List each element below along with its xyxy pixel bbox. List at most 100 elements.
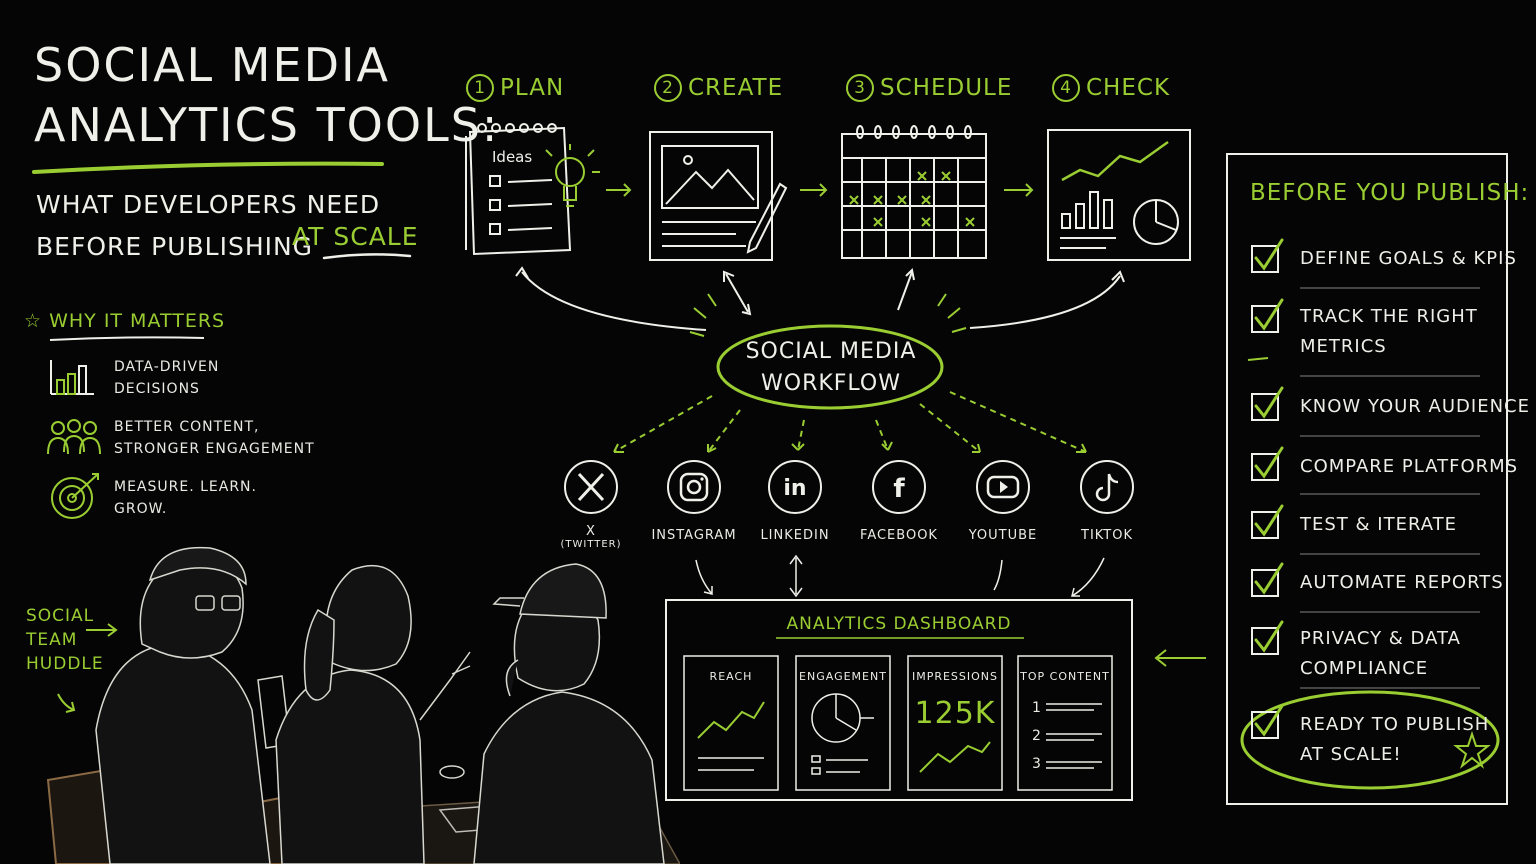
check-item-3[interactable]: Know your audience — [1300, 392, 1530, 422]
checklist-heading: Before you publish: — [1250, 180, 1530, 206]
title-underline — [32, 161, 384, 174]
platform-x-sublabel: (Twitter) — [560, 539, 622, 550]
accent-underline — [322, 253, 412, 260]
checklist-panel — [1226, 153, 1508, 805]
notebook-icon: Ideas — [465, 123, 600, 256]
title-line-2: Analytics Tools: — [34, 98, 500, 152]
tiktok-icon[interactable] — [1078, 458, 1136, 516]
star-icon: ☆ — [24, 310, 43, 332]
step-3-number: 3 — [846, 74, 874, 102]
huddle-line-2: team — [26, 630, 78, 650]
analytics-dashboard — [665, 599, 1133, 801]
svg-text:f: f — [893, 474, 905, 504]
step-4-text: Check — [1086, 75, 1171, 101]
check-item-8[interactable]: Ready to publish at scale! — [1300, 710, 1489, 770]
check-item-6[interactable]: Automate reports — [1300, 568, 1504, 598]
why-item-2-line-1: Better content, — [114, 419, 260, 435]
platform-facebook-label: Facebook — [860, 528, 938, 543]
step-plan-label: 1Plan — [466, 74, 564, 102]
step-schedule-label: 3Schedule — [846, 74, 1012, 102]
check-item-7-line-1: Privacy & data — [1300, 628, 1461, 649]
check-item-4[interactable]: Compare platforms — [1300, 452, 1518, 482]
check-item-1-line-1: Define goals & KPIs — [1300, 248, 1517, 269]
workflow-label: Social Media Workflow — [728, 336, 934, 400]
card-reach-title: Reach — [709, 670, 753, 683]
why-item-3: Measure. Learn. Grow. — [114, 476, 257, 520]
step-create-label: 2Create — [654, 74, 783, 102]
facebook-icon[interactable]: f — [870, 458, 928, 516]
step-2-number: 2 — [654, 74, 682, 102]
platform-x-name: X — [586, 524, 596, 539]
subtitle-accent: at scale — [292, 222, 419, 251]
check-item-7-line-2: compliance — [1300, 658, 1429, 679]
why-item-2-line-2: stronger engagement — [114, 441, 315, 457]
team-huddle-illustration — [46, 546, 680, 864]
lightbulb-icon — [545, 144, 600, 207]
checkbox-icons — [1251, 238, 1284, 739]
step-1-number: 1 — [466, 74, 494, 102]
bar-chart-icon — [50, 360, 94, 395]
check-item-2[interactable]: Track the right metrics — [1300, 302, 1478, 362]
why-item-1-line-2: decisions — [114, 381, 200, 397]
step-1-text: Plan — [500, 75, 565, 101]
step-3-text: Schedule — [880, 75, 1013, 101]
title-line-1: Social Media — [34, 38, 391, 92]
instagram-icon[interactable] — [665, 458, 723, 516]
why-underline — [49, 336, 205, 341]
platform-instagram-label: Instagram — [651, 528, 737, 543]
platform-youtube-label: YouTube — [968, 528, 1038, 543]
check-item-1[interactable]: Define goals & KPIs — [1300, 244, 1517, 274]
rank-2: 2 — [1032, 728, 1042, 744]
team-icon — [47, 419, 101, 455]
why-item-3-line-1: Measure. Learn. — [114, 479, 257, 495]
check-item-6-line-1: Automate reports — [1300, 572, 1504, 593]
huddle-line-3: huddle — [26, 654, 104, 674]
workflow-ellipse — [716, 324, 944, 410]
step-2-text: Create — [688, 75, 784, 101]
impressions-value: 125K — [914, 696, 996, 731]
rank-1: 1 — [1032, 700, 1042, 716]
platform-tiktok-label: TikTok — [1081, 528, 1133, 543]
platform-x-label: X (Twitter) — [531, 524, 651, 550]
x-icon[interactable] — [562, 458, 620, 516]
why-item-1: Data-driven decisions — [114, 356, 219, 400]
card-top-content-title: Top Content — [1020, 670, 1110, 683]
platform-linkedin-label: LinkedIn — [760, 528, 830, 543]
youtube-icon[interactable] — [974, 458, 1032, 516]
check-item-8-line-2: at scale! — [1300, 744, 1402, 765]
why-item-2: Better content, stronger engagement — [114, 416, 315, 460]
target-icon — [51, 473, 99, 519]
card-engagement-title: Engagement — [799, 670, 887, 683]
huddle-label: Social team huddle — [26, 604, 104, 676]
why-heading-text: Why it matters — [49, 310, 226, 332]
card-impressions-title: Impressions — [911, 670, 999, 683]
check-item-2-line-2: metrics — [1300, 336, 1387, 357]
star-icon — [1453, 730, 1491, 769]
dashboard-title: Analytics Dashboard — [786, 614, 1012, 634]
workflow-line-2: Workflow — [761, 371, 901, 396]
check-item-5[interactable]: Test & iterate — [1300, 510, 1457, 540]
check-item-5-line-1: Test & iterate — [1300, 514, 1458, 535]
linkedin-icon[interactable]: in — [766, 458, 824, 516]
check-item-2-line-1: Track the right — [1300, 306, 1478, 327]
subtitle-line-2: before publishing — [36, 232, 314, 261]
subtitle-line-1: What developers need — [36, 190, 381, 219]
check-item-7[interactable]: Privacy & data compliance — [1300, 624, 1461, 684]
image-pencil-icon — [649, 131, 788, 261]
why-item-1-line-1: Data-driven — [114, 359, 220, 375]
check-item-8-line-1: Ready to publish — [1300, 714, 1490, 735]
calendar-icon — [841, 125, 987, 259]
workflow-line-1: Social Media — [745, 339, 917, 364]
check-item-3-line-1: Know your audience — [1300, 396, 1530, 417]
why-it-matters-heading: ☆ Why it matters — [24, 310, 225, 332]
ideas-label: Ideas — [492, 148, 532, 166]
step-check-label: 4Check — [1052, 74, 1170, 102]
huddle-line-1: Social — [26, 606, 95, 626]
svg-text:in: in — [783, 476, 806, 501]
rank-3: 3 — [1032, 756, 1042, 772]
why-item-3-line-2: Grow. — [114, 501, 168, 517]
step-4-number: 4 — [1052, 74, 1080, 102]
check-item-4-line-1: Compare platforms — [1300, 456, 1519, 477]
analytics-chart-icon — [1047, 129, 1191, 261]
